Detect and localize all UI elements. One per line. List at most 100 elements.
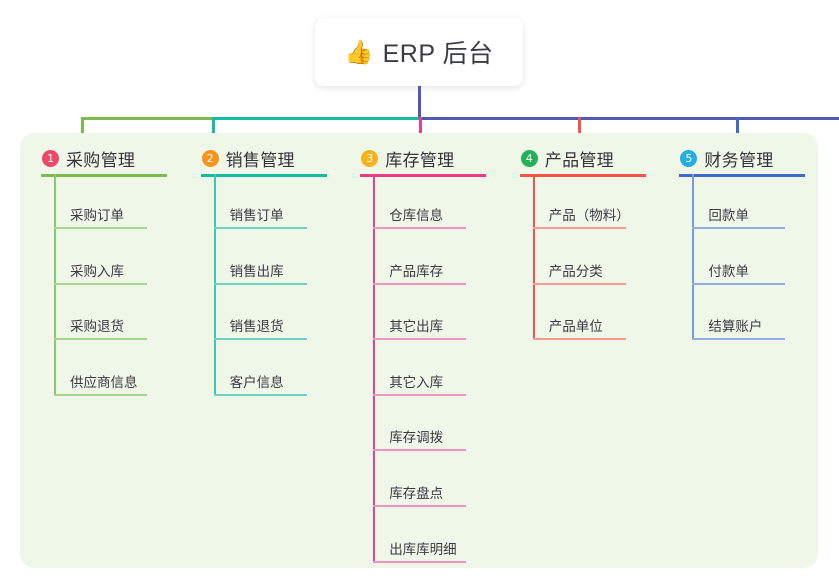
leaf-item[interactable]: 库存盘点 [373,473,467,507]
branch-header-3[interactable]: 3 库存管理 [361,146,454,171]
branch-header-1[interactable]: 1 采购管理 [42,146,135,171]
branch-number-badge: 5 [680,150,698,167]
leaf-item-label: 其它入库 [389,374,444,390]
leaf-item[interactable]: 结算账户 [692,306,786,341]
branch-number-badge: 3 [361,150,379,167]
branch-title: 库存管理 [385,151,455,170]
leaf-item[interactable]: 产品库存 [373,251,467,285]
leaf-item-label: 产品（物料） [548,208,630,223]
leaf-item[interactable]: 产品（物料） [532,195,630,229]
leaf-item-rule [692,227,786,229]
branch-header-rule [679,174,806,177]
leaf-item[interactable]: 仓库信息 [373,195,467,229]
branch-title: 财务管理 [704,151,774,170]
leaf-item[interactable]: 采购订单 [54,195,147,229]
leaf-item[interactable]: 付款单 [692,251,786,285]
leaf-item-rule [692,338,786,341]
branch-title: 产品管理 [544,151,614,170]
leaf-item-rule [532,282,626,285]
branch-header-rule [200,174,327,177]
connector-bus-segment-teal [214,117,421,120]
leaf-item-label: 采购退货 [70,319,124,335]
branch-header-rule [519,174,646,177]
leaf-item-rule [54,227,147,229]
leaf-item-rule [532,338,626,341]
leaf-item[interactable]: 销售订单 [213,195,307,229]
branch-column-2: 2 销售管理销售订单销售出库销售退货客户信息 [180,133,340,568]
leaf-item-rule [213,227,307,229]
leaf-item-label: 结算账户 [708,319,763,335]
leaf-item[interactable]: 其它入库 [373,362,467,396]
leaf-item[interactable]: 供应商信息 [54,362,147,396]
root-node-card[interactable]: 👍 ERP 后台 [315,18,523,86]
leaf-item-label: 产品单位 [548,319,603,335]
leaf-item-rule [54,282,147,285]
leaf-item-label: 销售退货 [229,319,284,335]
leaf-item-rule [373,560,467,563]
branch-column-4: 4 产品管理产品（物料） 产品分类产品单位 [499,133,659,568]
branch-header-2[interactable]: 2 销售管理 [201,146,295,171]
leaf-item-label: 付款单 [708,263,749,279]
leaf-item-rule [532,227,626,229]
leaf-item[interactable]: 销售退货 [213,306,307,341]
branch-header-rule [41,174,167,177]
branch-title: 销售管理 [225,151,295,170]
leaf-item-rule [213,282,307,285]
leaf-item-rule [54,338,147,341]
leaf-item[interactable]: 其它出库 [373,306,467,341]
leaf-item[interactable]: 销售出库 [213,251,307,285]
branch-trunk [54,174,56,396]
leaf-item-label: 销售订单 [229,208,284,223]
leaf-item[interactable]: 回款单 [692,195,786,229]
branch-trunk [532,174,535,341]
column-container: 1 采购管理采购订单采购入库采购退货供应商信息 2 销售管理销售订单销售出库销售退货客… [20,133,818,568]
branch-column-1: 1 采购管理采购订单采购入库采购退货供应商信息 [20,133,180,568]
branch-number-badge: 4 [520,150,538,167]
leaf-item-label: 采购订单 [70,208,124,223]
leaf-item-label: 仓库信息 [389,208,444,223]
branch-header-5[interactable]: 5 财务管理 [680,146,773,171]
branch-column-3: 3 库存管理仓库信息产品库存其它出库其它入库库存调拨库存盘点出库库明细 [339,133,499,568]
leaf-item-label: 回款单 [708,208,749,223]
branch-column-5: 5 财务管理回款单付款单结算账户 [658,133,818,568]
leaf-item-rule [213,393,307,396]
leaf-item-rule [373,282,467,285]
branch-header-rule [360,174,487,177]
leaf-item[interactable]: 库存调拨 [373,417,467,452]
leaf-item-rule [373,393,467,396]
root-connector-stem [418,86,421,118]
branch-trunk [692,174,695,341]
leaf-item[interactable]: 采购退货 [54,306,147,341]
branch-header-4[interactable]: 4 产品管理 [520,146,614,171]
root-node-label: 👍 ERP 后台 [344,34,493,70]
leaf-item[interactable]: 采购入库 [54,251,147,285]
leaf-item-label: 库存调拨 [389,430,444,446]
leaf-item-label: 其它出库 [389,319,444,335]
branch-number-badge: 1 [42,150,59,167]
leaf-item-label: 供应商信息 [70,374,138,390]
connector-bus-segment-green [81,117,214,120]
leaf-item-rule [373,338,467,341]
leaf-item-rule [54,393,147,396]
leaf-item-rule [373,449,467,452]
leaf-item[interactable]: 出库库明细 [373,529,467,563]
leaf-item-label: 产品库存 [389,263,444,279]
leaf-item[interactable]: 产品分类 [532,251,626,285]
leaf-item-label: 采购入库 [70,263,124,279]
leaf-item[interactable]: 客户信息 [213,362,307,396]
root-node-title: ERP 后台 [382,40,494,68]
branch-trunk [373,174,376,563]
leaf-item-rule [692,282,786,285]
leaf-item[interactable]: 产品单位 [532,306,626,341]
leaf-item-label: 销售出库 [229,263,284,279]
thumbs-up-icon: 👍 [344,38,374,65]
connector-bus-segment-purple-end [738,117,839,120]
leaf-item-label: 产品分类 [548,263,603,279]
leaf-item-label: 库存盘点 [389,486,444,501]
diagram-panel [20,133,818,568]
leaf-item-label: 客户信息 [229,374,284,390]
branch-number-badge: 2 [201,150,219,167]
leaf-item-rule [373,227,467,229]
leaf-item-rule [213,338,307,341]
branch-title: 采购管理 [66,151,136,170]
